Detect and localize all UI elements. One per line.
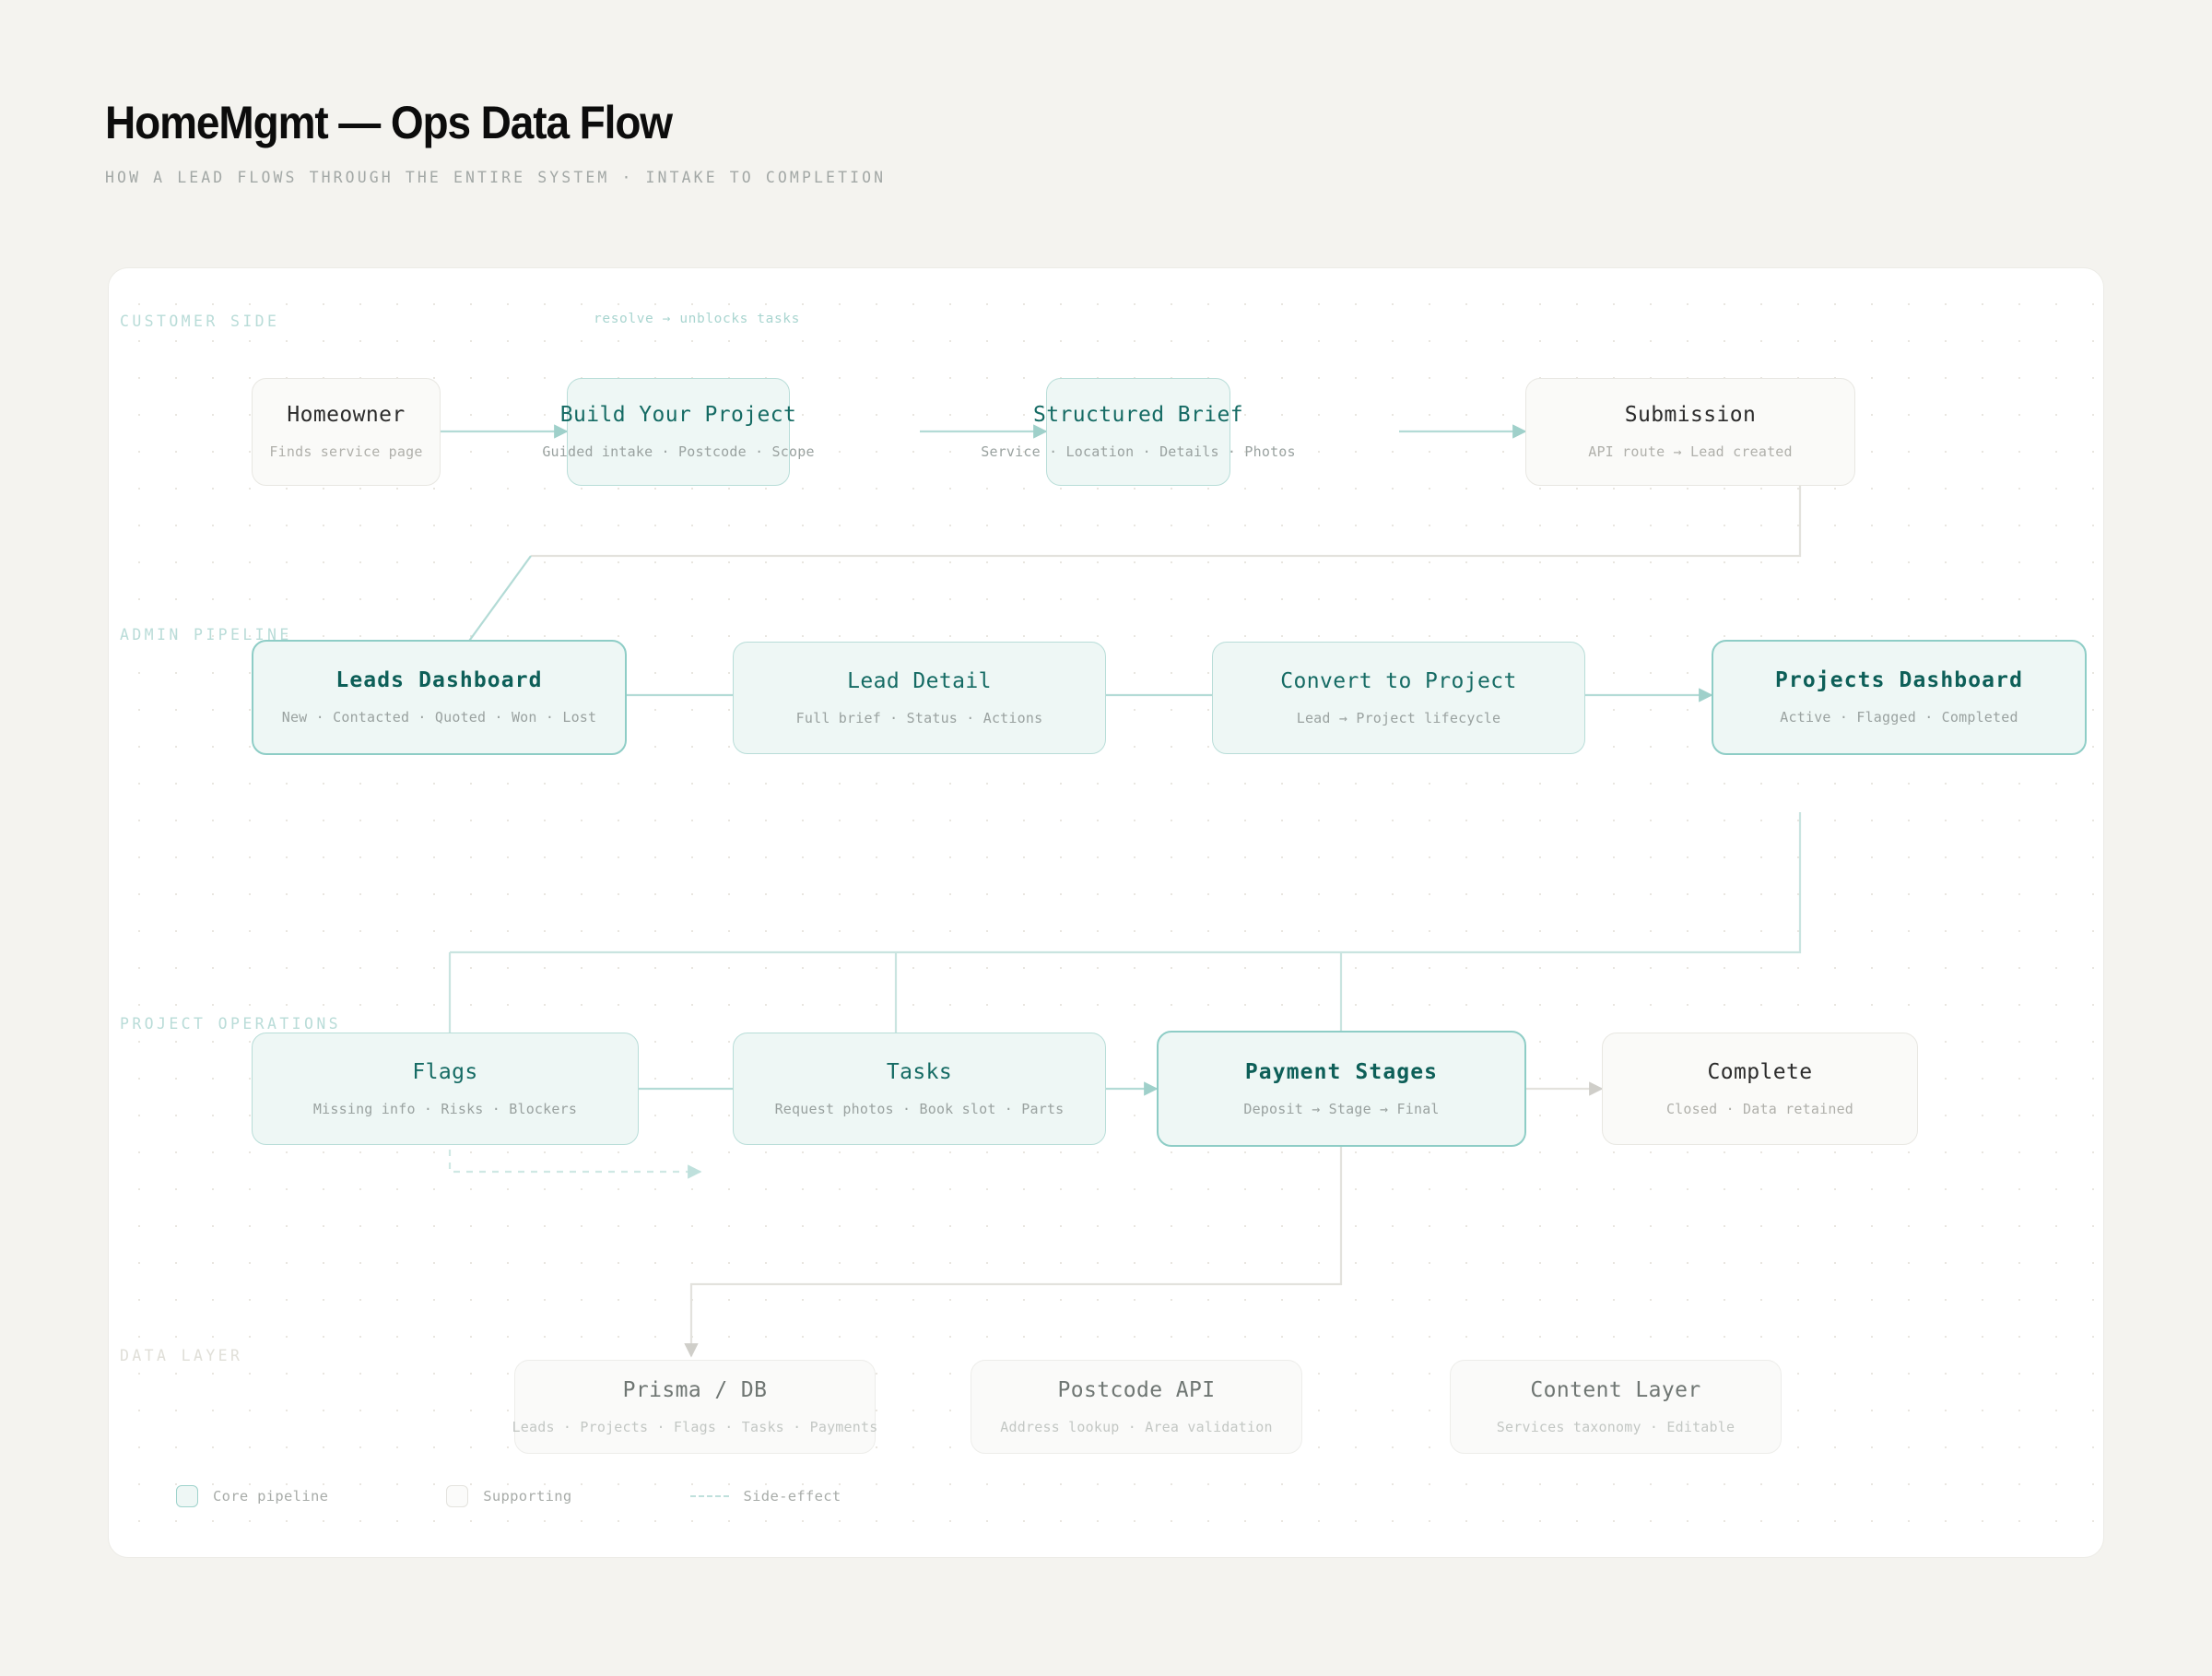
node-homeowner-title: Homeowner bbox=[287, 403, 406, 427]
node-payment-stages[interactable]: Payment Stages Deposit → Stage → Final bbox=[1157, 1031, 1526, 1147]
section-label-customer-side: CUSTOMER SIDE bbox=[120, 313, 280, 330]
node-postcode-api-subtitle: Address lookup · Area validation bbox=[1000, 1418, 1273, 1435]
section-label-data-layer: DATA LAYER bbox=[120, 1347, 243, 1364]
node-lead-detail-title: Lead Detail bbox=[847, 668, 992, 693]
legend-label-side-effect: Side-effect bbox=[743, 1488, 841, 1505]
node-homeowner-subtitle: Finds service page bbox=[269, 443, 423, 460]
node-build-your-project-subtitle: Guided intake · Postcode · Scope bbox=[542, 443, 815, 460]
node-submission-subtitle: API route → Lead created bbox=[1588, 443, 1793, 460]
legend-item-supporting: Supporting bbox=[446, 1485, 571, 1507]
node-content-layer-title: Content Layer bbox=[1530, 1377, 1701, 1402]
edge-submission-to-leads bbox=[531, 482, 1802, 558]
legend-dashed-line-icon bbox=[689, 1495, 729, 1497]
node-tasks-title: Tasks bbox=[886, 1059, 953, 1084]
node-leads-dashboard-subtitle: New · Contacted · Quoted · Won · Lost bbox=[281, 709, 597, 726]
node-prisma-db[interactable]: Prisma / DB Leads · Projects · Flags · T… bbox=[512, 1360, 878, 1454]
node-build-your-project[interactable]: Build Your Project Guided intake · Postc… bbox=[542, 378, 815, 486]
node-flags[interactable]: Flags Missing info · Risks · Blockers bbox=[252, 1033, 639, 1145]
node-structured-brief-subtitle: Service · Location · Details · Photos bbox=[981, 443, 1296, 460]
node-flags-subtitle: Missing info · Risks · Blockers bbox=[312, 1100, 578, 1117]
node-build-your-project-title: Build Your Project bbox=[559, 403, 797, 427]
node-tasks-subtitle: Request photos · Book slot · Parts bbox=[774, 1100, 1065, 1117]
node-projects-dashboard[interactable]: Projects Dashboard Active · Flagged · Co… bbox=[1712, 640, 2087, 755]
node-content-layer[interactable]: Content Layer Services taxonomy · Editab… bbox=[1450, 1360, 1782, 1454]
node-complete[interactable]: Complete Closed · Data retained bbox=[1602, 1033, 1918, 1145]
node-prisma-db-subtitle: Leads · Projects · Flags · Tasks · Payme… bbox=[512, 1418, 878, 1435]
node-structured-brief-title: Structured Brief bbox=[1033, 403, 1243, 427]
legend-item-side-effect: Side-effect bbox=[689, 1488, 841, 1505]
node-leads-dashboard-title: Leads Dashboard bbox=[335, 668, 543, 692]
edge-label-resolve-unblocks-tasks: resolve → unblocks tasks bbox=[594, 312, 800, 326]
node-submission-title: Submission bbox=[1624, 403, 1757, 427]
node-leads-dashboard[interactable]: Leads Dashboard New · Contacted · Quoted… bbox=[252, 640, 627, 755]
legend-label-supporting: Supporting bbox=[483, 1488, 572, 1505]
node-projects-dashboard-title: Projects Dashboard bbox=[1774, 668, 2024, 692]
legend: Core pipeline Supporting Side-effect bbox=[176, 1485, 959, 1507]
section-label-project-operations: PROJECT OPERATIONS bbox=[120, 1015, 342, 1033]
node-prisma-db-title: Prisma / DB bbox=[622, 1377, 768, 1402]
diagram-canvas: CUSTOMER SIDE ADMIN PIPELINE PROJECT OPE… bbox=[108, 267, 2104, 1558]
node-complete-subtitle: Closed · Data retained bbox=[1665, 1100, 1854, 1117]
edge-payments-to-prisma bbox=[684, 1124, 1343, 1358]
section-label-admin-pipeline: ADMIN PIPELINE bbox=[120, 626, 292, 643]
edge-projects-bus bbox=[450, 812, 1802, 954]
node-tasks[interactable]: Tasks Request photos · Book slot · Parts bbox=[733, 1033, 1106, 1145]
node-projects-dashboard-subtitle: Active · Flagged · Completed bbox=[1780, 709, 2018, 726]
node-complete-title: Complete bbox=[1707, 1059, 1813, 1084]
node-payment-stages-title: Payment Stages bbox=[1244, 1059, 1439, 1084]
node-flags-title: Flags bbox=[412, 1059, 478, 1084]
node-postcode-api[interactable]: Postcode API Address lookup · Area valid… bbox=[971, 1360, 1302, 1454]
page-header: HomeMgmt — Ops Data Flow HOW A LEAD FLOW… bbox=[105, 96, 886, 186]
node-convert-to-project-subtitle: Lead → Project lifecycle bbox=[1296, 709, 1501, 726]
node-homeowner[interactable]: Homeowner Finds service page bbox=[252, 378, 441, 486]
node-structured-brief[interactable]: Structured Brief Service · Location · De… bbox=[981, 378, 1296, 486]
node-convert-to-project-title: Convert to Project bbox=[1280, 668, 1517, 693]
page-subtitle: HOW A LEAD FLOWS THROUGH THE ENTIRE SYST… bbox=[105, 169, 887, 186]
node-lead-detail-subtitle: Full brief · Status · Actions bbox=[795, 709, 1043, 726]
legend-swatch-supporting-icon bbox=[446, 1485, 469, 1507]
node-payment-stages-subtitle: Deposit → Stage → Final bbox=[1243, 1100, 1440, 1117]
node-lead-detail[interactable]: Lead Detail Full brief · Status · Action… bbox=[733, 642, 1106, 754]
node-content-layer-subtitle: Services taxonomy · Editable bbox=[1496, 1418, 1735, 1435]
node-submission[interactable]: Submission API route → Lead created bbox=[1525, 378, 1855, 486]
legend-swatch-core-icon bbox=[176, 1485, 198, 1507]
legend-item-core-pipeline: Core pipeline bbox=[176, 1485, 328, 1507]
legend-label-core-pipeline: Core pipeline bbox=[213, 1488, 329, 1505]
node-postcode-api-title: Postcode API bbox=[1057, 1377, 1216, 1402]
page-title: HomeMgmt — Ops Data Flow bbox=[105, 97, 673, 148]
node-convert-to-project[interactable]: Convert to Project Lead → Project lifecy… bbox=[1212, 642, 1585, 754]
